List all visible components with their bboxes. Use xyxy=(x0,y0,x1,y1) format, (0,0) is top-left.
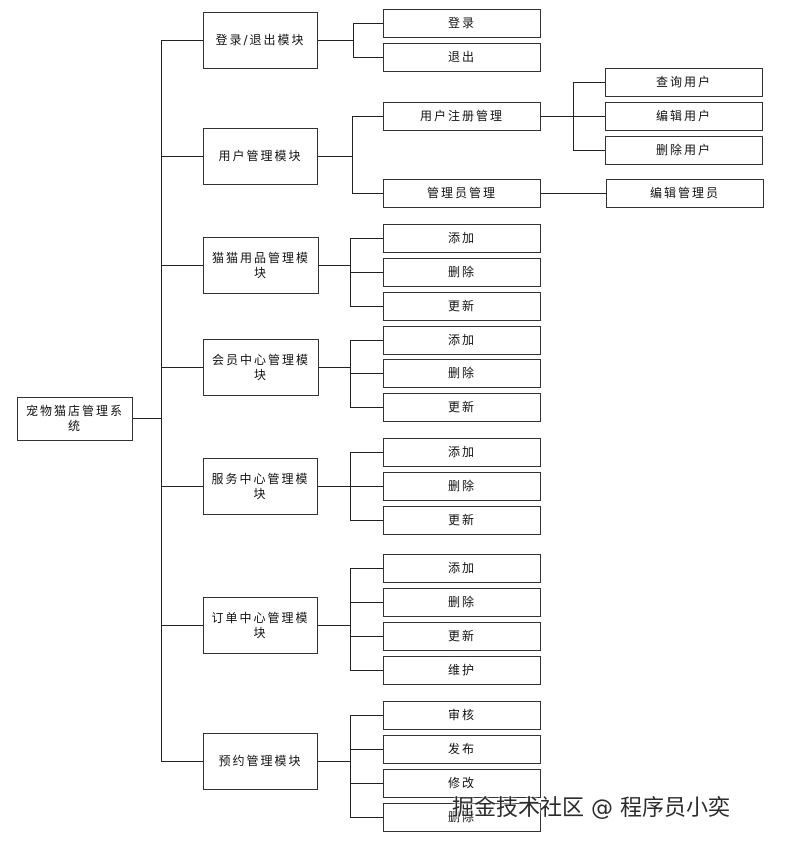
connector xyxy=(161,367,203,368)
function-node: 退出 xyxy=(383,43,541,72)
connector xyxy=(318,40,353,41)
connector xyxy=(573,82,605,83)
connector xyxy=(352,116,383,117)
connector xyxy=(352,116,353,193)
connector xyxy=(161,265,203,266)
connector xyxy=(353,23,354,57)
function-node: 添加 xyxy=(383,554,541,583)
connector xyxy=(161,625,203,626)
module-node: 预约管理模块 xyxy=(203,733,318,790)
function-node: 删除 xyxy=(383,359,541,388)
connector xyxy=(350,715,383,716)
connector xyxy=(573,116,605,117)
function-node: 查询用户 xyxy=(605,68,763,97)
connector xyxy=(350,636,383,637)
connector xyxy=(350,486,383,487)
connector xyxy=(350,817,383,818)
connector xyxy=(318,625,350,626)
connector xyxy=(350,340,383,341)
module-node: 用户管理模块 xyxy=(203,128,318,185)
module-node: 登录/退出模块 xyxy=(203,12,318,69)
root-node: 宠物猫店管理系统 xyxy=(17,397,133,441)
module-node: 订单中心管理模块 xyxy=(203,597,318,654)
module-node: 服务中心管理模块 xyxy=(203,458,318,515)
connector xyxy=(319,367,350,368)
watermark: 掘金技术社区 @ 程序员小奕 xyxy=(452,796,730,821)
function-node: 添加 xyxy=(383,438,541,467)
connector xyxy=(318,761,350,762)
submodule-node: 管理员管理 xyxy=(383,179,541,208)
connector xyxy=(350,602,383,603)
function-node: 添加 xyxy=(383,224,541,253)
function-node: 维护 xyxy=(383,656,541,685)
connector xyxy=(350,520,383,521)
connector xyxy=(318,486,350,487)
connector xyxy=(541,193,606,194)
connector xyxy=(541,116,573,117)
connector xyxy=(350,670,383,671)
connector xyxy=(573,150,605,151)
connector xyxy=(161,40,162,761)
connector xyxy=(133,418,161,419)
connector xyxy=(353,57,383,58)
connector xyxy=(319,265,350,266)
function-node: 更新 xyxy=(383,393,541,422)
connector xyxy=(350,568,351,670)
submodule-node: 用户注册管理 xyxy=(383,102,541,131)
connector xyxy=(161,40,203,41)
function-node: 删除 xyxy=(383,803,541,832)
connector xyxy=(350,306,383,307)
function-node: 更新 xyxy=(383,292,541,321)
connector xyxy=(318,156,352,157)
connector xyxy=(350,749,383,750)
function-node: 删除 xyxy=(383,588,541,617)
connector xyxy=(350,373,383,374)
function-node: 编辑管理员 xyxy=(606,179,764,208)
connector xyxy=(350,238,383,239)
connector xyxy=(350,715,351,818)
connector xyxy=(350,407,383,408)
function-node: 删除用户 xyxy=(605,136,763,165)
function-node: 修改 xyxy=(383,769,541,798)
connector xyxy=(161,156,203,157)
connector xyxy=(350,272,383,273)
module-node: 会员中心管理模块 xyxy=(203,339,319,396)
connector xyxy=(161,761,203,762)
module-node: 猫猫用品管理模块 xyxy=(203,237,319,294)
function-node: 登录 xyxy=(383,9,541,38)
function-node: 发布 xyxy=(383,735,541,764)
function-node: 删除 xyxy=(383,258,541,287)
function-node: 审核 xyxy=(383,701,541,730)
function-node: 添加 xyxy=(383,326,541,355)
function-node: 删除 xyxy=(383,472,541,501)
connector xyxy=(352,193,383,194)
function-node: 更新 xyxy=(383,506,541,535)
connector xyxy=(161,486,203,487)
function-node: 编辑用户 xyxy=(605,102,763,131)
connector xyxy=(353,23,383,24)
connector xyxy=(350,568,383,569)
function-node: 更新 xyxy=(383,622,541,651)
connector xyxy=(350,452,383,453)
connector xyxy=(350,783,383,784)
